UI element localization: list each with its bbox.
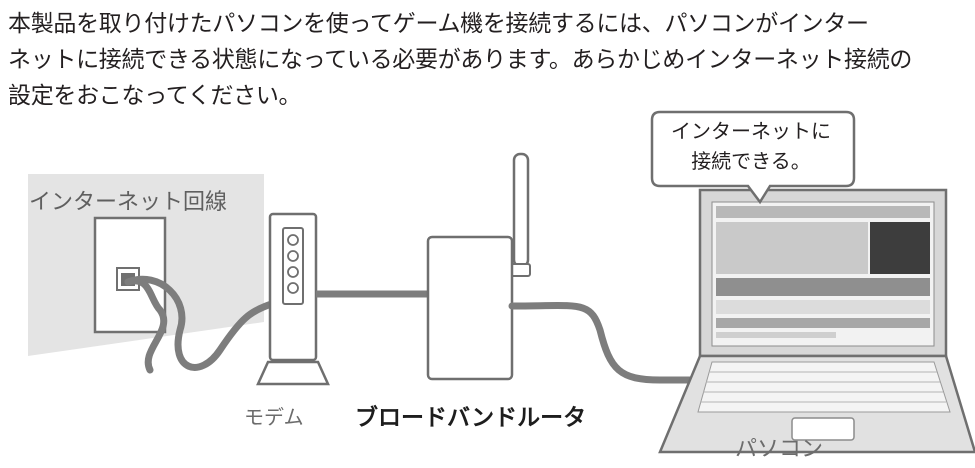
bubble-text: インターネットに 接続できる。 <box>656 116 846 176</box>
modem-label: モデム <box>244 405 304 429</box>
broadband-router-device <box>426 152 531 381</box>
internet-line-label: インターネット回線 <box>29 190 228 215</box>
intro-line-1: 本製品を取り付けたパソコンを使ってゲーム機を接続するには、パソコンがインター <box>8 11 869 37</box>
router-label: ブロードバンドルータ <box>355 405 587 431</box>
intro-line-3: 設定をおこなってください。 <box>8 83 302 109</box>
intro-line-2: ネットに接続できる状態になっている必要があります。あらかじめインターネット接続の <box>8 47 913 73</box>
modem-device <box>256 212 330 386</box>
pc-laptop <box>658 188 975 454</box>
bubble-line-2: 接続できる。 <box>691 149 811 173</box>
cable-router-to-pc <box>508 302 704 384</box>
pc-label: パソコン <box>735 437 824 462</box>
speech-bubble <box>650 110 856 205</box>
cable-wall-to-modem <box>124 275 279 371</box>
internet-line-wall <box>28 174 264 356</box>
intro-text: 本製品を取り付けたパソコンを使ってゲーム機を接続するには、パソコンがインター ネ… <box>8 6 970 114</box>
bubble-line-1: インターネットに <box>671 119 831 143</box>
